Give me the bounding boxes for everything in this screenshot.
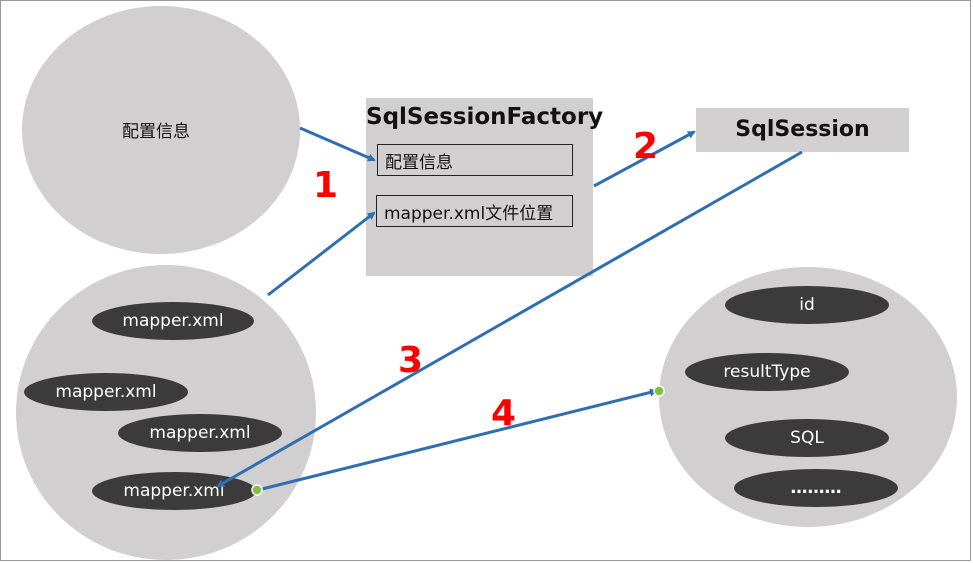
step-number-2: 2 [633,126,659,167]
sql-session-title: SqlSession [735,117,870,142]
factory-mapper-location-field: mapper.xml文件位置 [376,195,573,227]
arrow-mappers-to-factory [267,211,376,297]
factory-config-field: 配置信息 [377,144,573,176]
step-number-4: 4 [491,393,517,434]
statement-sql-pill: SQL [725,419,889,457]
arrow-session-to-mapper [216,150,803,488]
mapper-xml-pill-2: mapper.xml [24,373,188,411]
config-circle-label: 配置信息 [122,122,190,142]
config-circle [22,6,300,254]
sql-session-box [696,108,909,152]
statement-result-type-pill: resultType [685,353,849,391]
arrow-factory-to-session [593,130,696,188]
sql-session-factory-box [366,98,593,276]
connector-dot-statement [653,385,665,397]
statement-ellipsis-pill: ……… [734,469,898,507]
arrow-config-to-factory [299,126,376,162]
mapper-xml-pill-1: mapper.xml [92,302,254,340]
arrow-mapper-to-statement [257,388,658,492]
step-number-1: 1 [313,165,339,206]
statement-id-pill: id [725,286,889,324]
step-number-3: 3 [398,340,424,381]
sql-session-factory-title: SqlSessionFactory [366,104,604,130]
mapper-xml-pill-3: mapper.xml [118,414,282,452]
connector-dot-mapper [251,484,263,496]
